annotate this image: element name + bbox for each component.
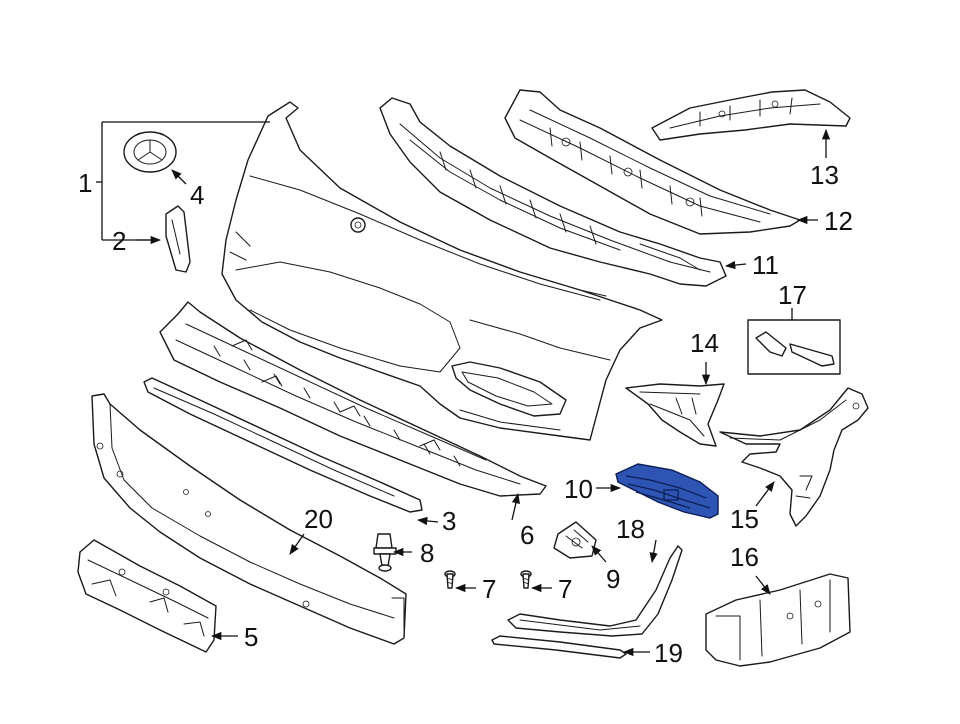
part-14-bracket: [625, 383, 725, 447]
callout-15: 15: [730, 504, 759, 534]
callout-8: 8: [420, 538, 434, 568]
part-7-screw-b: [520, 570, 532, 589]
part-11-absorber: [379, 97, 727, 287]
callout-3: 3: [442, 506, 456, 536]
part-7-screw-a: [444, 570, 456, 589]
callout-labels: 1 2 3 4 5 6 7 7 8 9 10 11 12 13 14 15 16…: [78, 160, 853, 668]
callout-16: 16: [730, 542, 759, 572]
part-19-strip: [491, 635, 627, 659]
part-20-lower-bumper: [91, 393, 407, 645]
part-16-lower-support: [705, 573, 851, 667]
part-2-bracket: [165, 205, 191, 273]
callout-14: 14: [690, 328, 719, 358]
part-17-kit-box: [747, 319, 841, 375]
part-3-trim-strip: [143, 377, 423, 513]
callout-7-a: 7: [482, 574, 496, 604]
part-4-emblem: [123, 131, 177, 173]
callout-9: 9: [606, 564, 620, 594]
callout-4: 4: [190, 180, 204, 210]
bumper-cover: [221, 101, 663, 441]
part-13-upper-cover: [651, 89, 851, 141]
callout-20: 20: [304, 504, 333, 534]
part-6-grille-frame: [159, 301, 547, 497]
callout-12: 12: [824, 206, 853, 236]
callout-10: 10: [564, 474, 593, 504]
callout-19: 19: [654, 638, 683, 668]
callout-2: 2: [112, 226, 126, 256]
part-18-trim: [507, 545, 683, 637]
callout-1: 1: [78, 168, 92, 198]
callout-7-b: 7: [558, 574, 572, 604]
part-9-nut-clip: [553, 521, 597, 559]
callout-17: 17: [778, 280, 807, 310]
callout-18: 18: [616, 514, 645, 544]
leader-lines: [96, 121, 831, 657]
part-15-side-bracket: [719, 387, 869, 527]
callout-5: 5: [244, 622, 258, 652]
part-10-grille-insert: [615, 463, 719, 519]
callout-11: 11: [752, 250, 779, 280]
part-5-plate-bracket: [77, 539, 217, 653]
callout-6: 6: [520, 520, 534, 550]
callout-13: 13: [810, 160, 839, 190]
part-8-clip: [373, 533, 397, 572]
